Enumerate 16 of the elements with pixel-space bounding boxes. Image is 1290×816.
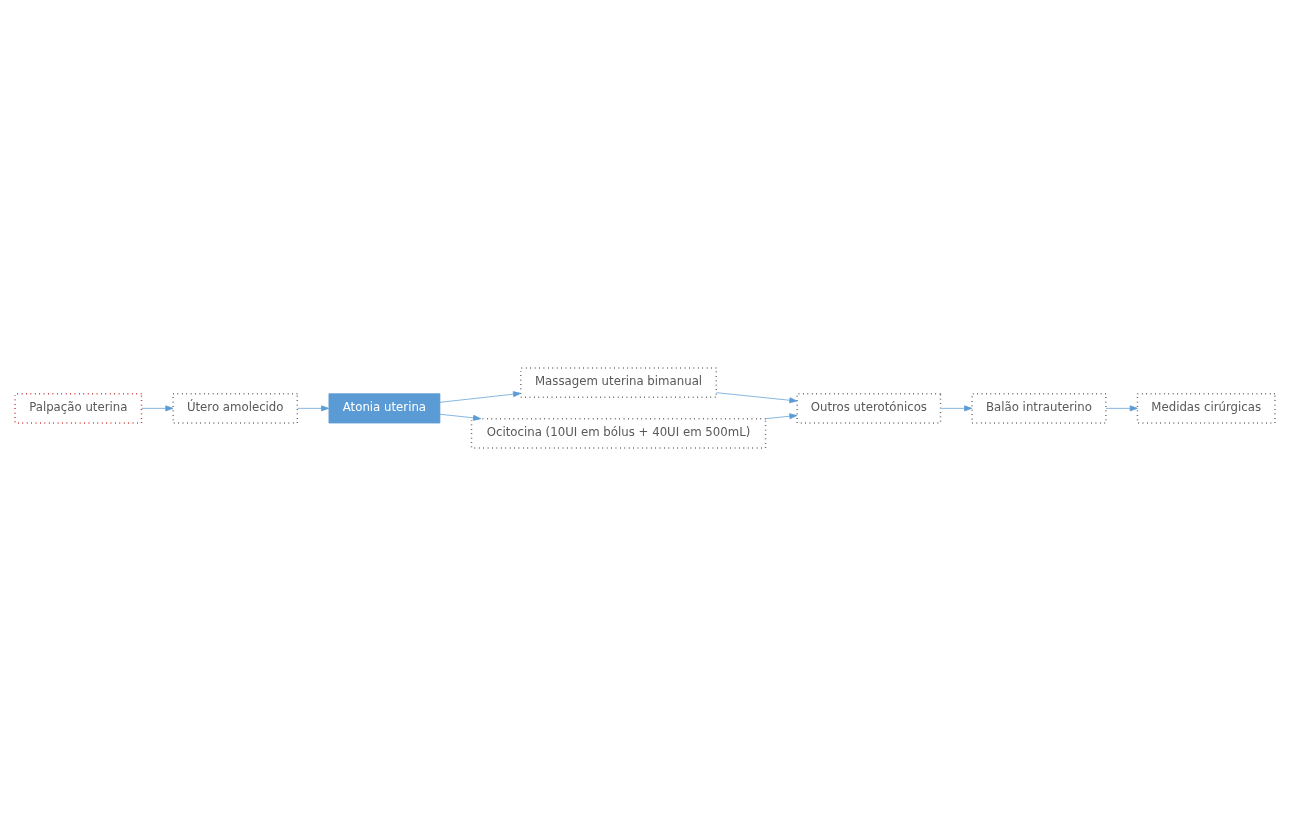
arrow xyxy=(716,392,798,404)
arrow xyxy=(141,405,174,412)
arrow xyxy=(439,391,522,403)
arrow xyxy=(1105,405,1138,412)
arrow xyxy=(765,413,798,420)
arrow xyxy=(940,405,973,412)
node-box: Ocitocina (10UI em bólus + 40UI em 500mL) xyxy=(470,417,767,449)
arrow xyxy=(297,405,330,412)
node-box: Outros uterotónicos xyxy=(796,392,942,424)
node-box: Balão intrauterino xyxy=(971,392,1107,424)
node-box: Massagem uterina bimanual xyxy=(520,367,718,399)
node-box: Atonia uterina xyxy=(328,393,441,424)
node-box: Útero amolecido xyxy=(172,392,299,424)
node-box: Medidas cirúrgicas xyxy=(1136,392,1276,424)
node-box: Palpação uterina xyxy=(14,392,143,424)
arrow xyxy=(439,413,482,421)
